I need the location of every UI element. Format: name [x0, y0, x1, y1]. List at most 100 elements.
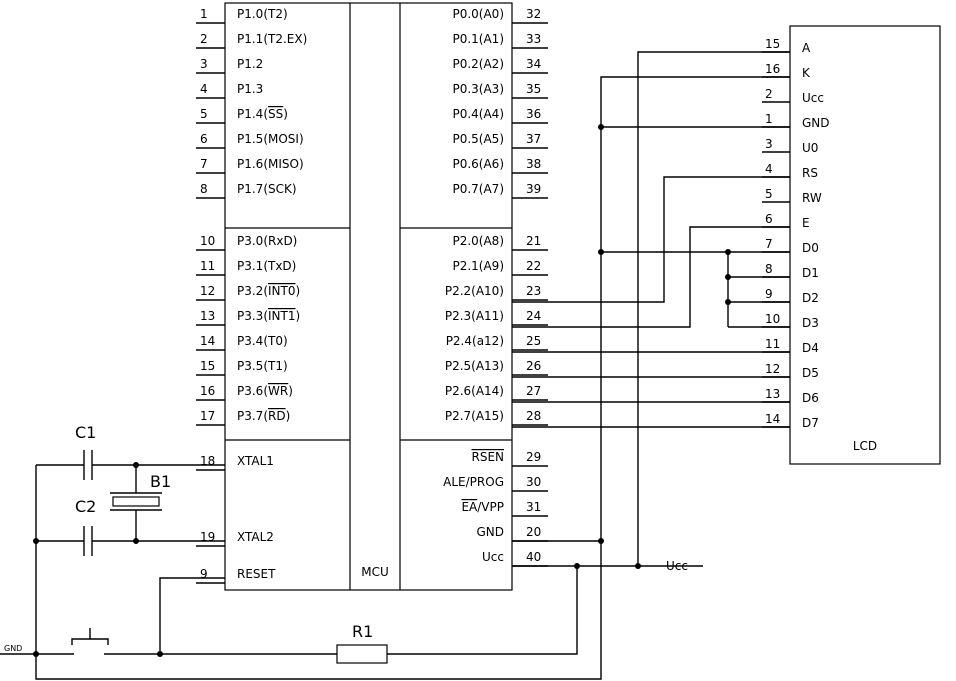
pin-name: D2	[802, 291, 819, 305]
lcd-module: LCD	[789, 25, 941, 465]
lcd-label: LCD	[853, 439, 877, 453]
pin-number: 19	[200, 530, 215, 544]
pin-name: P2.5(A13)	[445, 359, 504, 373]
pin-number: 13	[200, 309, 215, 323]
pin-name: EA/VPP	[461, 500, 504, 514]
pin-number: 29	[526, 450, 541, 464]
pin-number: 16	[765, 62, 780, 76]
mcu-label: MCU	[361, 565, 389, 579]
pin-name: P3.5(T1)	[237, 359, 288, 373]
pin-number: 17	[200, 409, 215, 423]
pin-name: U0	[802, 141, 818, 155]
pin-number: 24	[526, 309, 541, 323]
pin-name: A	[802, 41, 811, 55]
pin-name: D6	[802, 391, 819, 405]
pin-name: P2.7(A15)	[445, 409, 504, 423]
pin-number: 3	[765, 137, 773, 151]
pin-number: 12	[765, 362, 780, 376]
pin-number: 10	[200, 234, 215, 248]
lcd-pin-Ucc: 2 Ucc	[762, 87, 824, 105]
pin-number: 12	[200, 284, 215, 298]
pin-number: 8	[765, 262, 773, 276]
oscillator-circuit: C1 C2 B1	[33, 423, 225, 657]
pin-name: P3.2(INT0)	[237, 284, 300, 298]
power-rails: Ucc	[35, 51, 790, 680]
pin-name: P1.7(SCK)	[237, 182, 297, 196]
pin-name: P1.0(T2)	[237, 7, 288, 21]
pin-name: P3.0(RxD)	[237, 234, 297, 248]
pin-number: 11	[200, 259, 215, 273]
mcu-outline	[224, 2, 513, 591]
pin-name: P3.4(T0)	[237, 334, 288, 348]
pin-name: XTAL2	[237, 530, 274, 544]
pin-number: 21	[526, 234, 541, 248]
pin-number: 2	[200, 32, 208, 46]
mcu-pin-29: 29 RSEN	[471, 450, 548, 467]
pin-name: GND	[802, 116, 830, 130]
reset-circuit: GND R1	[0, 566, 578, 664]
pin-number: 6	[765, 212, 773, 226]
lcd-pin-U0: 3 U0	[762, 137, 818, 155]
pin-number: 9	[765, 287, 773, 301]
pin-name: P3.7(RD)	[237, 409, 290, 423]
pin-number: 6	[200, 132, 208, 146]
reset-switch	[71, 638, 109, 645]
pin-name: XTAL1	[237, 454, 274, 468]
c2-label: C2	[75, 497, 96, 516]
pin-number: 7	[765, 237, 773, 251]
pin-number: 1	[200, 7, 208, 21]
pin-number: 9	[200, 567, 208, 581]
ucc-rail-lcd-a	[637, 51, 790, 566]
pin-name: P2.4(a12)	[446, 334, 504, 348]
mcu-pin-11: 11 P3.1(TxD)	[196, 259, 296, 276]
pin-name: P0.5(A5)	[452, 132, 504, 146]
pin-number: 28	[526, 409, 541, 423]
b1-label: B1	[150, 472, 171, 491]
pin-number: 4	[765, 162, 773, 176]
pin-name: D5	[802, 366, 819, 380]
lcd-outline	[789, 25, 941, 465]
pin-number: 11	[765, 337, 780, 351]
pin-name: Ucc	[802, 91, 824, 105]
mcu-pin-37: 37 P0.5(A5)	[452, 132, 548, 149]
pin-name: RSEN	[471, 450, 504, 464]
pin-name: P0.1(A1)	[452, 32, 504, 46]
mcu-pin-10: 10 P3.0(RxD)	[196, 234, 297, 251]
pin-name: P3.6(WR)	[237, 384, 293, 398]
mcu-pin-14: 14 P3.4(T0)	[196, 334, 288, 351]
pin-name: P2.6(A14)	[445, 384, 504, 398]
mcu-pin-17: 17 P3.7(RD)	[196, 409, 290, 426]
pin-number: 2	[765, 87, 773, 101]
pin-number: 14	[765, 412, 780, 426]
pin-name: K	[802, 66, 811, 80]
pin-name: RESET	[237, 567, 276, 581]
pin-number: 37	[526, 132, 541, 146]
pin-name: P0.2(A2)	[452, 57, 504, 71]
pin-number: 39	[526, 182, 541, 196]
lcd-wiring	[512, 176, 790, 428]
pin-number: 14	[200, 334, 215, 348]
pin-number: 4	[200, 82, 208, 96]
pin-number: 35	[526, 82, 541, 96]
pin-name: P3.1(TxD)	[237, 259, 296, 273]
pin-name: D0	[802, 241, 819, 255]
pin-name: E	[802, 216, 810, 230]
